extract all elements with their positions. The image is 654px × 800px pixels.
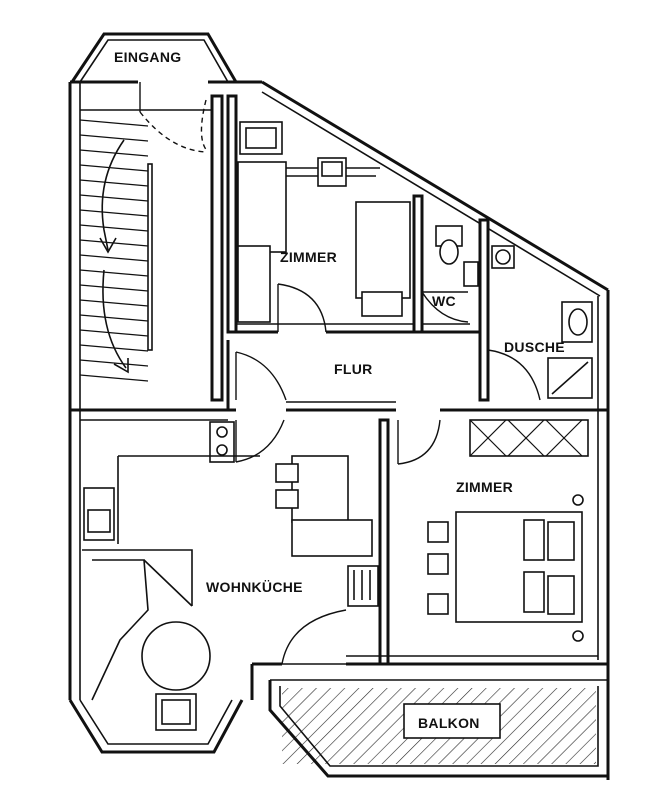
stair-tread bbox=[79, 224, 149, 232]
stair-tread bbox=[79, 284, 149, 292]
lower-room-furniture bbox=[397, 419, 589, 642]
stair-tread bbox=[79, 314, 149, 322]
shower-fixtures bbox=[487, 245, 593, 401]
stair-tread bbox=[79, 329, 149, 337]
label-wohnkueche: WOHNKÜCHE bbox=[206, 579, 303, 595]
stair-tread bbox=[79, 119, 149, 127]
stair-tread bbox=[79, 194, 149, 202]
stair-tread bbox=[79, 299, 149, 307]
wc-fixtures bbox=[421, 225, 479, 323]
label-eingang: EINGANG bbox=[114, 49, 181, 65]
upper-room-furniture bbox=[237, 121, 411, 333]
label-balkon: BALKON bbox=[418, 715, 480, 731]
label-zimmer-upper: ZIMMER bbox=[280, 249, 337, 265]
stair-tread bbox=[79, 179, 149, 187]
kitchen-furniture bbox=[82, 419, 379, 731]
balcony bbox=[268, 679, 608, 778]
label-wc: WC bbox=[432, 293, 456, 309]
stair-tread bbox=[79, 359, 149, 367]
stair-tread bbox=[79, 149, 149, 157]
stair-tread bbox=[79, 374, 149, 382]
stair-tread bbox=[79, 164, 149, 172]
flur-doors bbox=[235, 351, 287, 401]
stair-tread bbox=[79, 209, 149, 217]
label-dusche: DUSCHE bbox=[504, 339, 565, 355]
entrance-door[interactable] bbox=[139, 82, 209, 153]
stair-tread bbox=[79, 134, 149, 142]
label-flur: FLUR bbox=[334, 361, 373, 377]
stair-tread bbox=[79, 254, 149, 262]
staircase bbox=[79, 109, 212, 382]
interior-walls bbox=[70, 94, 608, 700]
entrance-bay bbox=[70, 32, 238, 83]
label-zimmer-lower: ZIMMER bbox=[456, 479, 513, 495]
stair-tread bbox=[79, 269, 149, 277]
